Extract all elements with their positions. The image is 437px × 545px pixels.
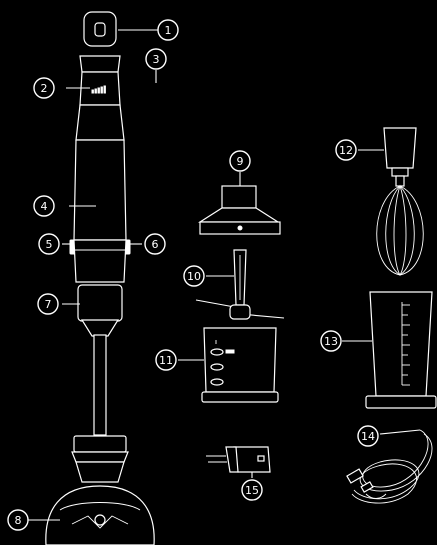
callout-14: 14 <box>358 426 378 446</box>
callout-number: 7 <box>45 298 52 311</box>
callout-3: 3 <box>146 49 166 69</box>
chopper-blade <box>196 250 284 319</box>
callout-7: 7 <box>38 294 58 314</box>
lower-body <box>74 240 126 282</box>
blending-shaft <box>46 285 154 545</box>
beaker-body <box>370 292 432 396</box>
callout-number: 15 <box>245 484 259 497</box>
callout-number: 11 <box>159 354 173 367</box>
adapter-body <box>234 447 270 472</box>
callout-4: 4 <box>34 196 54 216</box>
callout-13: 13 <box>321 331 341 351</box>
callout-number: 10 <box>187 270 201 283</box>
callout-number: 5 <box>46 238 53 251</box>
callout-5: 5 <box>39 234 59 254</box>
callout-number: 14 <box>361 430 375 443</box>
shaft-coupling <box>78 285 122 321</box>
callout-number: 13 <box>324 335 338 348</box>
callout-number: 6 <box>152 238 159 251</box>
power-adapter <box>206 447 270 472</box>
chopper-lid <box>200 186 280 234</box>
callout-10: 10 <box>184 266 204 286</box>
callout-number: 12 <box>339 144 353 157</box>
callout-15: 15 <box>242 480 262 500</box>
callout-9: 9 <box>230 151 250 171</box>
top-collar <box>80 56 120 72</box>
power-button-inner <box>95 23 105 36</box>
blade-guard-top <box>74 436 126 452</box>
callout-number: 4 <box>41 200 48 213</box>
whisk-gearbox <box>384 128 416 168</box>
callout-number: 2 <box>41 82 48 95</box>
chopper-bowl <box>202 328 278 402</box>
callout-1: 1 <box>158 20 178 40</box>
callout-8: 8 <box>8 510 28 530</box>
callout-2: 2 <box>34 78 54 98</box>
measuring-beaker <box>366 292 436 408</box>
lid-motor-coupling <box>222 186 256 208</box>
callout-6: 6 <box>145 234 165 254</box>
callout-number: 8 <box>15 514 22 527</box>
shaft-tube <box>94 335 106 435</box>
callout-number: 9 <box>237 155 244 168</box>
callout-12: 12 <box>336 140 356 160</box>
motor-unit <box>70 12 130 282</box>
upper-body <box>76 105 124 140</box>
motor-body <box>74 140 126 240</box>
callout-number: 1 <box>165 24 172 37</box>
callout-11: 11 <box>156 350 176 370</box>
callout-number: 3 <box>153 53 160 66</box>
